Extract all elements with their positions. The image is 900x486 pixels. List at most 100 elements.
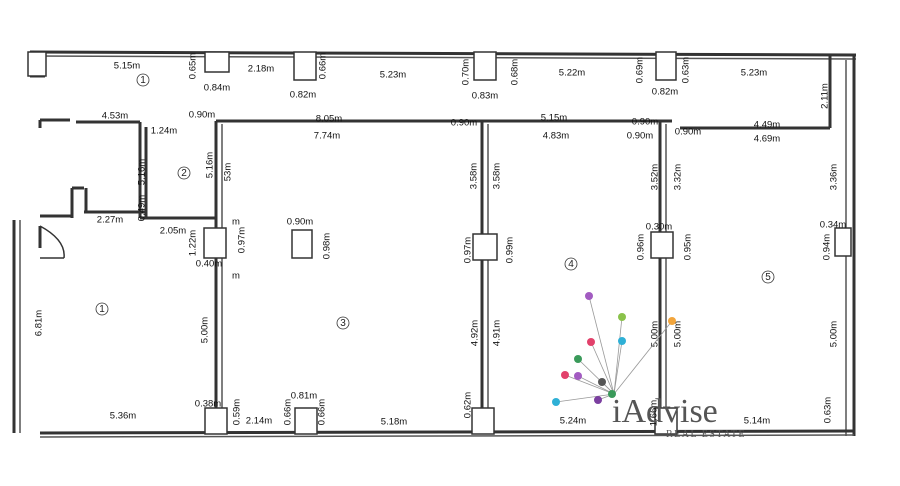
dimension-label: 1.66m: [649, 400, 660, 426]
dimension-label: 0.97m: [463, 237, 474, 263]
pillar: [472, 233, 498, 261]
room-number: 1: [140, 75, 146, 86]
dimension-label: 0.63m: [681, 57, 692, 83]
dimension-label: 0.66m: [317, 399, 328, 425]
pillar: [204, 51, 230, 73]
dimension-label: 0.68m: [510, 59, 521, 85]
dimension-label: 5.16m: [205, 152, 216, 178]
logo-ray: [555, 393, 615, 403]
dimension-label: 2.11m: [820, 83, 831, 109]
dimension-label: 0.81m: [291, 391, 317, 402]
dimension-label: 0.65m: [188, 53, 199, 79]
room-number: 3: [340, 318, 346, 329]
dimension-label: 3.52m: [650, 164, 661, 190]
dimension-label: 0.82m: [652, 87, 678, 98]
logo-dot: [552, 398, 560, 406]
inner-walls-top: [216, 56, 832, 130]
pillar: [204, 407, 228, 435]
logo-dot: [561, 371, 569, 379]
dimension-label: 0.90m: [189, 110, 215, 121]
logo-dot: [668, 317, 676, 325]
dimension-label: 0.69m: [635, 57, 646, 83]
dimension-label: 2.18m: [248, 64, 274, 75]
pillar: [471, 407, 495, 435]
logo-dot: [587, 338, 595, 346]
dimension-label: 0.90m: [632, 117, 658, 128]
dimension-label: 0.96m: [636, 234, 647, 260]
dimension-label: 0.70m: [461, 59, 472, 85]
dimension-label: 0.62m: [463, 392, 474, 418]
room-circle: [95, 302, 109, 316]
room-number: 1: [99, 304, 105, 315]
dimension-label: 0.90m: [675, 127, 701, 138]
dimension-label: 0.98m: [322, 233, 333, 259]
dimension-label: 5.36m: [110, 411, 136, 422]
logo-dot: [618, 337, 626, 345]
logo-name: iAdvise: [612, 393, 718, 430]
dimension-label: 2.05m: [160, 226, 186, 237]
logo-dot: [594, 396, 602, 404]
logo-ray: [613, 320, 673, 395]
logo-dots: [552, 292, 676, 406]
dimension-label: 0.97m: [237, 227, 248, 253]
dimension-label: 4.91m: [492, 320, 503, 346]
pillar: [834, 227, 852, 257]
dimension-label: 0.38m: [195, 399, 221, 410]
dimension-label: 0.82m: [290, 90, 316, 101]
room-circle: [564, 257, 578, 271]
dimension-label: 5.00m: [673, 321, 684, 347]
dimension-label: 0.34m: [820, 220, 846, 231]
dimension-label: 5.22m: [559, 68, 585, 79]
dimension-label: 4.83m: [543, 131, 569, 142]
dimension-label: 4.92m: [470, 320, 481, 346]
logo-dot: [608, 390, 616, 398]
pillar: [291, 229, 313, 259]
dimension-label: 8.05m: [316, 114, 342, 125]
logo-rays: [555, 295, 673, 403]
dimension-label: 1.22m: [188, 230, 199, 256]
door-arc: [39, 225, 65, 259]
pillar: [654, 407, 678, 435]
dimension-label: 0.83m: [472, 91, 498, 102]
dimension-label: 4.69m: [754, 134, 780, 145]
pillar: [203, 227, 227, 259]
pillar: [294, 407, 318, 435]
dimension-label: 0.30m: [646, 222, 672, 233]
dimension-label: 5.15m: [114, 61, 140, 72]
logo-ray: [613, 340, 623, 395]
logo-dot: [574, 355, 582, 363]
logo-ray: [590, 341, 615, 395]
logo-dot: [585, 292, 593, 300]
dimension-label: 0.59m: [232, 399, 243, 425]
dimension-label: 1.24m: [151, 126, 177, 137]
dimension-label: 5.16m: [137, 159, 148, 185]
dimension-label: 5.18m: [381, 417, 407, 428]
dimension-label: 3.58m: [492, 163, 503, 189]
room-circle: [136, 73, 150, 87]
room-number: 2: [181, 168, 187, 179]
dimension-label: 0.90m: [287, 217, 313, 228]
logo-dot: [618, 313, 626, 321]
pillar: [293, 51, 317, 81]
dimension-label: 5.00m: [200, 317, 211, 343]
dimension-label: 4.49m: [754, 120, 780, 131]
dimension-label: 0.95m: [683, 234, 694, 260]
dimension-label: m: [232, 271, 240, 282]
dimension-label: m: [232, 217, 240, 228]
dimension-label: 3.36m: [829, 164, 840, 190]
room-number: 5: [765, 272, 771, 283]
dimension-label: 0.66m: [283, 399, 294, 425]
dimension-label: 0.99m: [505, 237, 516, 263]
inner-walls-left: [38, 118, 223, 433]
dimension-label: 3.32m: [673, 164, 684, 190]
pillar: [650, 231, 674, 259]
dimension-label: 3.58m: [469, 163, 480, 189]
pillar: [27, 51, 47, 77]
dimension-label: 6.81m: [34, 310, 45, 336]
dimension-label: 5.00m: [650, 321, 661, 347]
dimension-label: 5.24m: [560, 416, 586, 427]
dimension-label: 5.14m: [744, 416, 770, 427]
logo-ray: [613, 316, 623, 395]
